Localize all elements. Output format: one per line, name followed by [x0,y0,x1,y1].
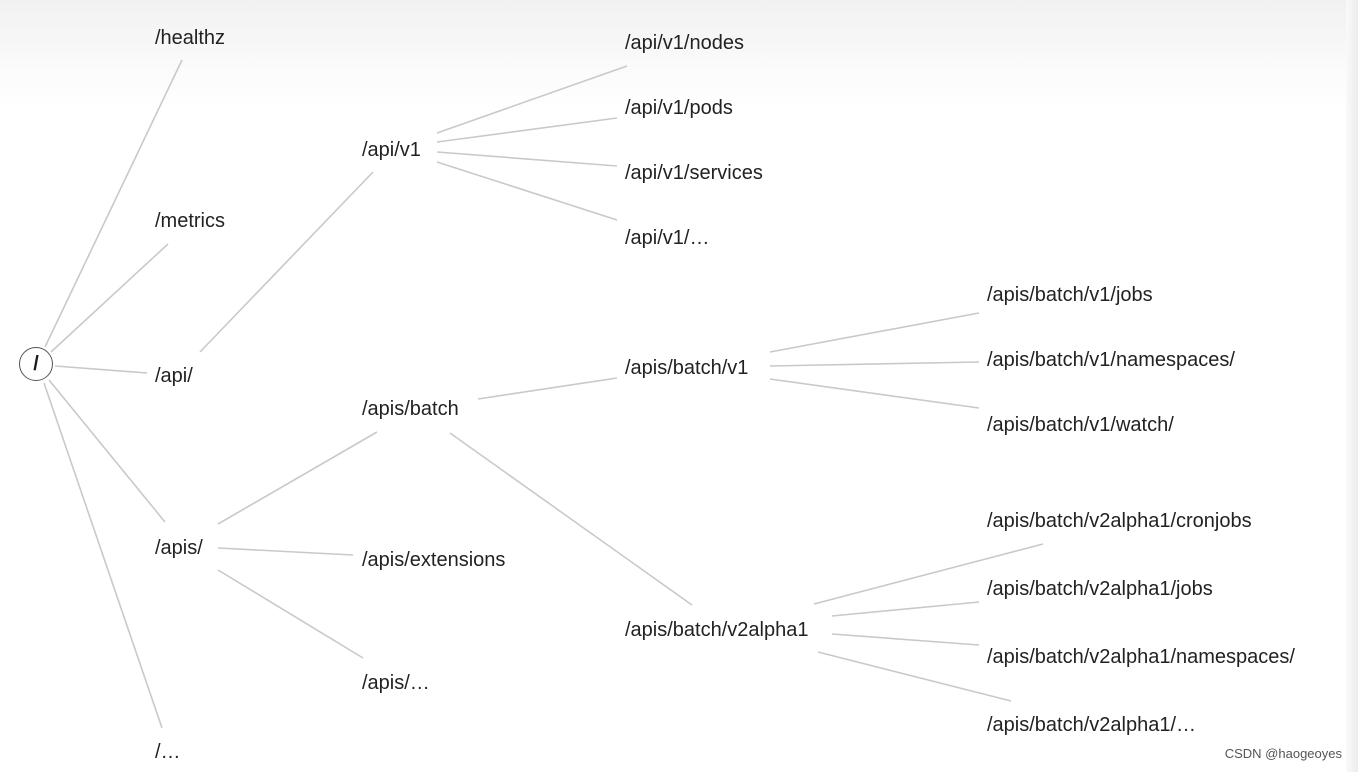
node-apis-more: /apis/… [362,672,430,694]
edge-apis-extensions [217,547,354,556]
node-api: /api/ [155,365,193,387]
edge-v1-namespaces [769,361,980,367]
node-batch-v1-jobs: /apis/batch/v1/jobs [987,284,1153,306]
edge-apis-batch [217,431,378,525]
edge-v1-jobs [769,312,980,353]
node-apis-extensions: /apis/extensions [362,549,506,571]
root-node: / [19,347,53,381]
node-api-v1-pods: /api/v1/pods [625,97,733,119]
edge-root-more [43,382,163,729]
node-batch-v2alpha1-cronjobs: /apis/batch/v2alpha1/cronjobs [987,510,1252,532]
node-metrics: /metrics [155,210,225,232]
node-batch-v1: /apis/batch/v1 [625,357,749,379]
node-batch-v1-namespaces: /apis/batch/v1/namespaces/ [987,349,1235,371]
edge-apiv1-more [436,161,618,221]
edge-apiv1-pods [436,117,618,143]
edge-v2-namespaces [831,633,980,646]
edge-apiv1-nodes [436,65,628,134]
node-apis-batch: /apis/batch [362,398,459,420]
edge-batch-v1 [477,377,618,400]
node-more: /… [155,741,181,763]
node-api-v1: /api/v1 [362,139,421,161]
node-api-v1-more: /api/v1/… [625,227,710,249]
node-batch-v2alpha1-more: /apis/batch/v2alpha1/… [987,714,1197,736]
edge-api-apiv1 [199,171,374,353]
edge-root-apis [48,379,166,523]
edge-batch-v2alpha1 [449,432,693,606]
edge-v2-cronjobs [813,543,1044,605]
node-batch-v2alpha1-jobs: /apis/batch/v2alpha1/jobs [987,578,1213,600]
node-healthz: /healthz [155,27,226,49]
node-batch-v2alpha1: /apis/batch/v2alpha1 [625,619,809,641]
edge-apis-more [217,569,364,659]
node-batch-v1-watch: /apis/batch/v1/watch/ [987,414,1174,436]
edge-apiv1-services [436,151,618,167]
edge-v1-watch [769,378,980,409]
node-api-v1-nodes: /api/v1/nodes [625,32,744,54]
edge-v2-jobs [831,601,980,617]
edge-v2-more [817,651,1012,702]
watermark: CSDN @haogeoyes [1224,746,1342,761]
window-edge [1346,0,1358,772]
edge-root-api [54,365,148,374]
node-apis: /apis/ [155,537,203,559]
node-batch-v2alpha1-namespaces: /apis/batch/v2alpha1/namespaces/ [987,646,1295,668]
node-api-v1-services: /api/v1/services [625,162,763,184]
edge-root-healthz [44,59,183,348]
edge-root-metrics [50,243,169,353]
